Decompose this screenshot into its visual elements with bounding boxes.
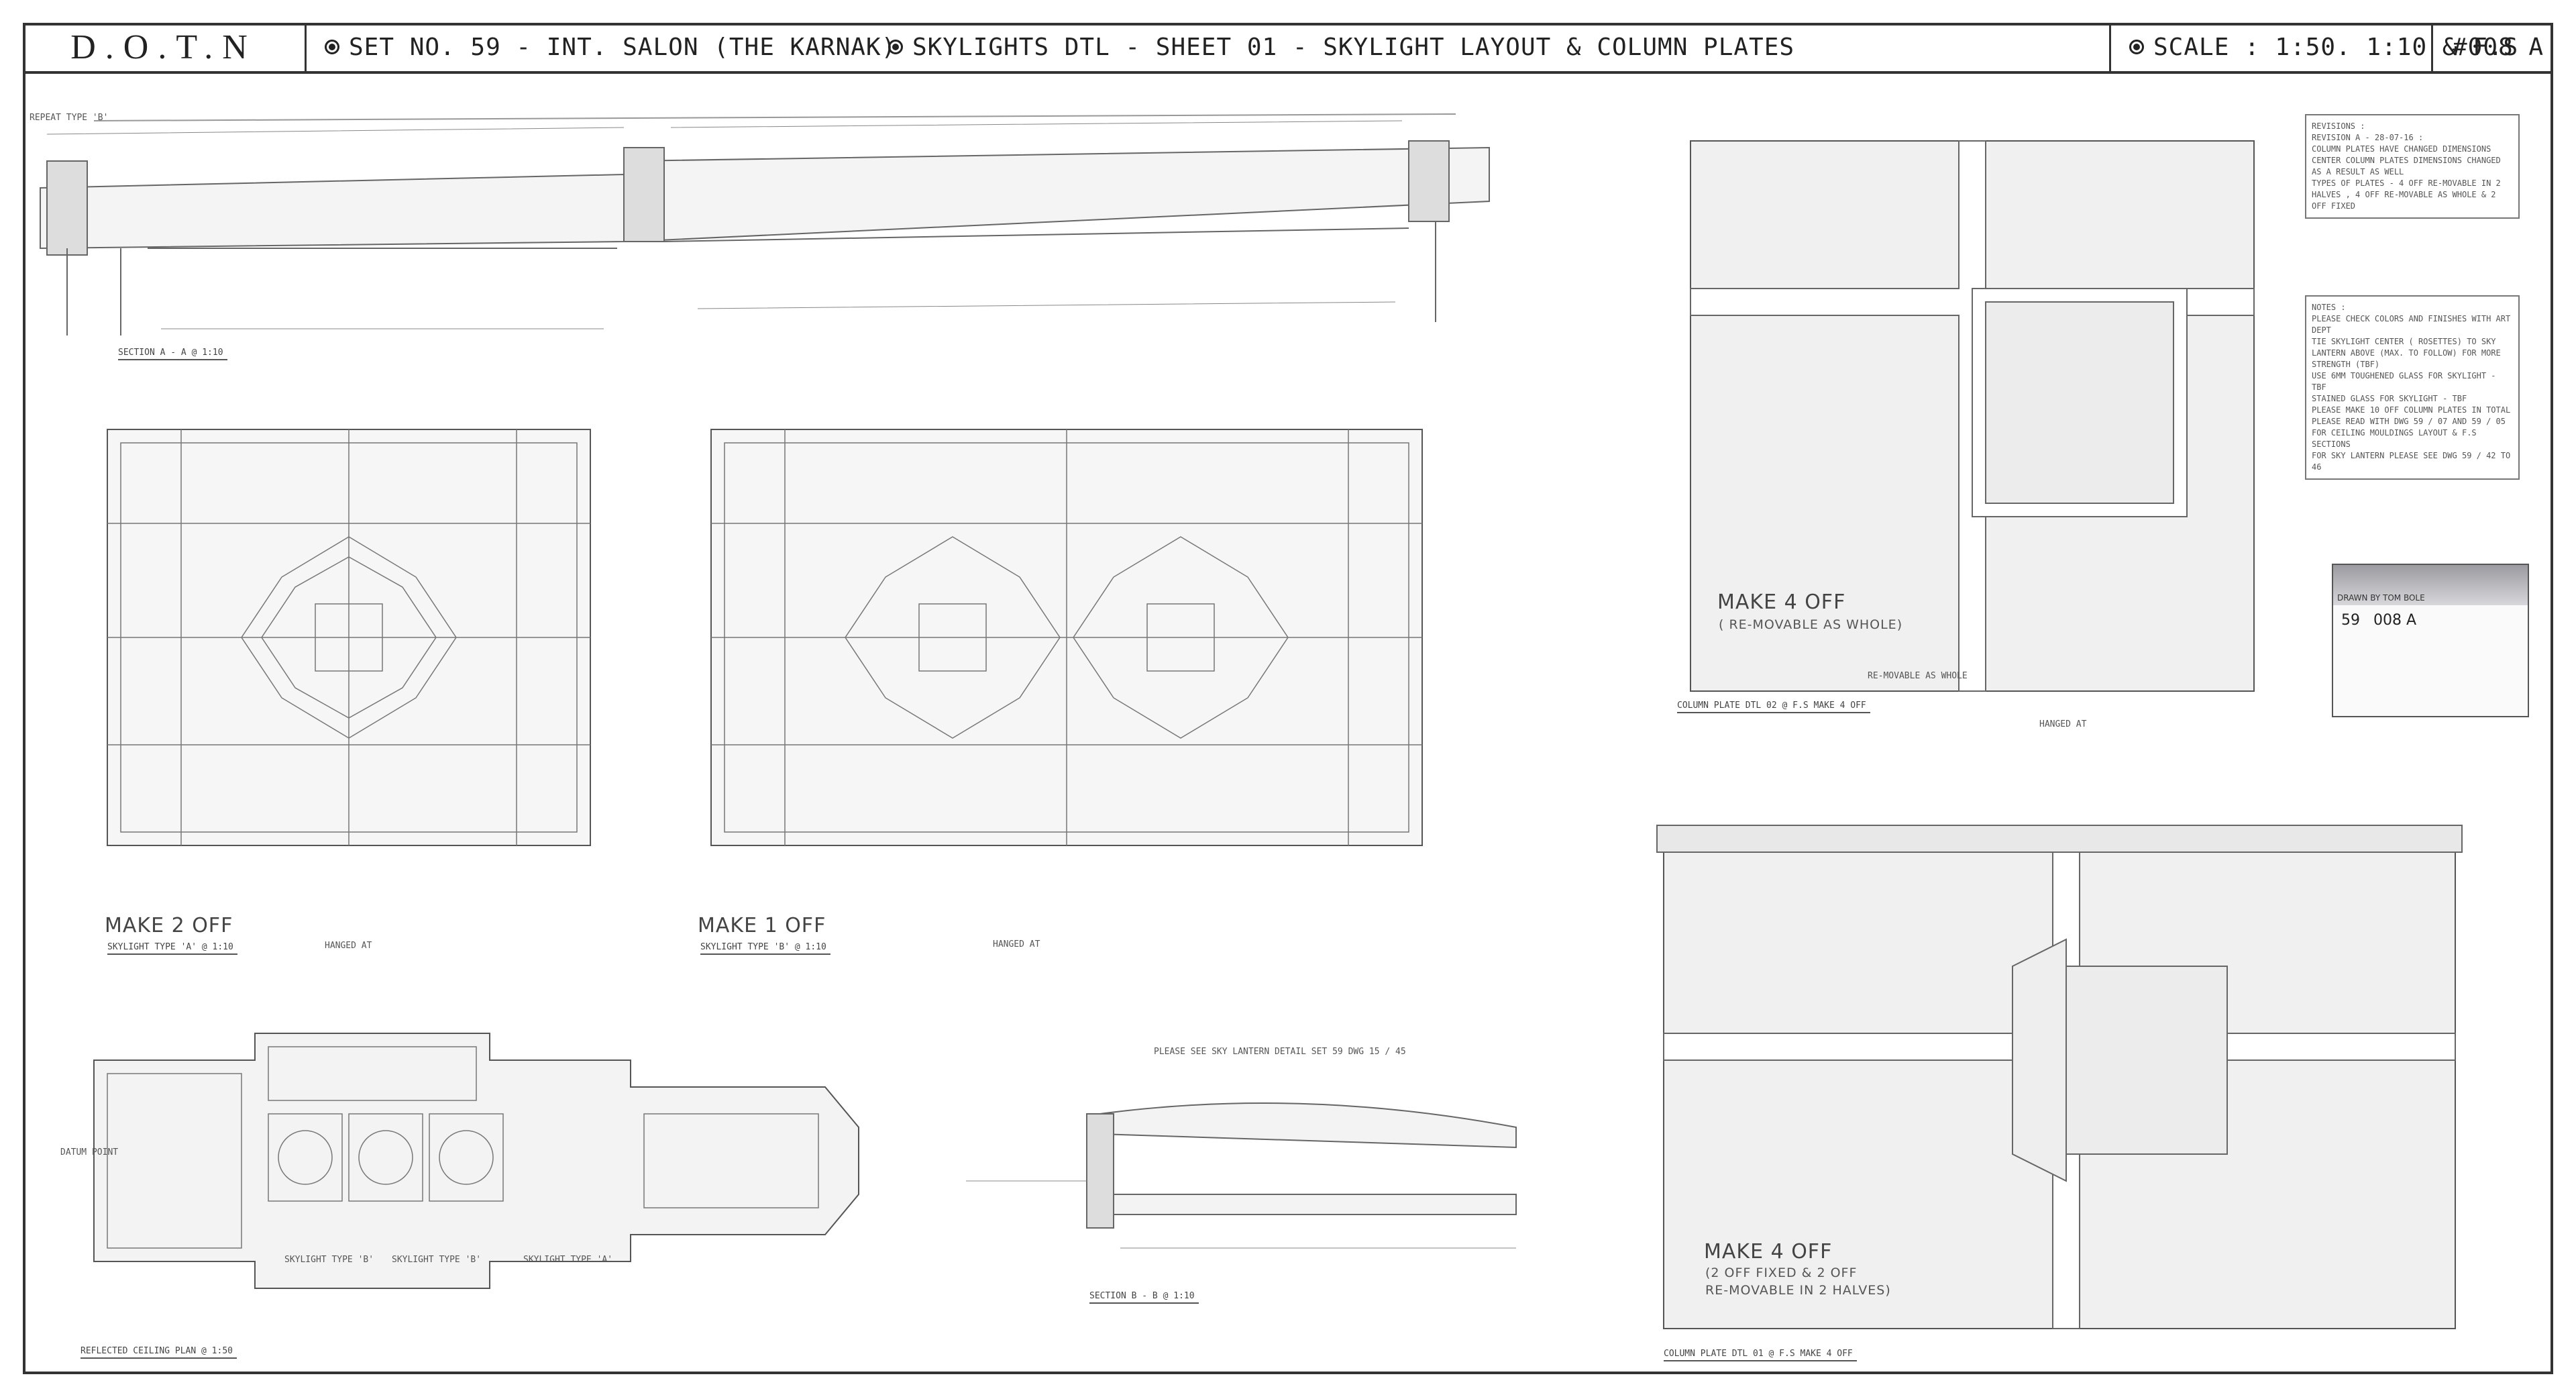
column-plate-02-plan bbox=[1690, 140, 2255, 692]
drawing-sheet-border bbox=[23, 23, 2553, 1374]
section-bb-drawing bbox=[966, 1102, 1517, 1249]
drawing-no-value: 008 A bbox=[2373, 612, 2417, 629]
company-logo: D.O.T.N bbox=[70, 28, 257, 66]
fixed-note: (2 OFF FIXED & 2 OFF bbox=[1705, 1265, 1858, 1280]
make-2-off-label: MAKE 2 OFF bbox=[105, 914, 233, 937]
scale-text: SCALE : 1:50. 1:10 & F.S bbox=[2153, 33, 2519, 61]
hanged-at-label: HANGED AT bbox=[993, 939, 1040, 949]
section-aa-drawing bbox=[40, 113, 1490, 335]
make-1-off-label: MAKE 1 OFF bbox=[698, 914, 826, 937]
column-plate-01-plan bbox=[1656, 825, 2463, 1329]
skylight-b-label: SKYLIGHT TYPE 'B' bbox=[284, 1255, 374, 1265]
set-number-text: SET NO. 59 - INT. SALON (THE KARNAK) bbox=[349, 33, 897, 61]
scale: SCALE : 1:50. 1:10 & F.S bbox=[2129, 23, 2518, 71]
note-line: PLEASE CHECK COLORS AND FINISHES WITH AR… bbox=[2312, 314, 2511, 335]
revisions-panel: REVISIONS : REVISION A - 28-07-16 : COLU… bbox=[2305, 114, 2520, 219]
skylight-b-caption: SKYLIGHT TYPE 'B' @ 1:10 bbox=[700, 942, 830, 955]
title-block: DRAWN BY TOM BOLE 59 008 A bbox=[2332, 564, 2529, 717]
sky-lantern-note: PLEASE SEE SKY LANTERN DETAIL SET 59 DWG… bbox=[1154, 1047, 1406, 1057]
hanged-at-label: HANGED AT bbox=[2039, 719, 2087, 729]
drawing-number: #008 A bbox=[2452, 33, 2544, 61]
note-line: TIE SKYLIGHT CENTER ( ROSETTES) TO SKY L… bbox=[2312, 337, 2501, 369]
sheet-title-text: SKYLIGHTS DTL - SHEET 01 - SKYLIGHT LAYO… bbox=[912, 33, 1795, 61]
title-divider bbox=[305, 23, 307, 71]
note-line: PLEASE READ WITH DWG 59 / 07 AND 59 / 05… bbox=[2312, 417, 2506, 449]
set-no-value: 59 bbox=[2341, 612, 2360, 629]
title-divider bbox=[2431, 23, 2433, 71]
bullet-icon bbox=[325, 40, 339, 54]
revision-line: REVISION A - 28-07-16 : bbox=[2312, 133, 2424, 142]
repeat-label: REPEAT TYPE 'B' bbox=[30, 113, 109, 123]
datum-point-label: DATUM POINT bbox=[60, 1147, 119, 1157]
column-plate-01-caption: COLUMN PLATE DTL 01 @ F.S MAKE 4 OFF bbox=[1664, 1349, 1857, 1361]
drawn-by-label: DRAWN BY TOM BOLE bbox=[2337, 593, 2425, 603]
skylight-a-caption: SKYLIGHT TYPE 'A' @ 1:10 bbox=[107, 942, 237, 955]
make-4-off-label: MAKE 4 OFF bbox=[1704, 1240, 1833, 1263]
reflected-ceiling-caption: REFLECTED CEILING PLAN @ 1:50 bbox=[80, 1346, 237, 1359]
section-aa-caption: SECTION A - A @ 1:10 bbox=[118, 348, 227, 360]
skylight-type-b-plan bbox=[710, 429, 1423, 846]
revision-line: COLUMN PLATES HAVE CHANGED DIMENSIONS bbox=[2312, 144, 2491, 154]
set-number: SET NO. 59 - INT. SALON (THE KARNAK) bbox=[325, 23, 896, 71]
revision-line: TYPES OF PLATES - 4 OFF RE-MOVABLE IN 2 … bbox=[2312, 178, 2501, 211]
make-4-off-label: MAKE 4 OFF bbox=[1717, 590, 1846, 614]
note-line: STAINED GLASS FOR SKYLIGHT - TBF bbox=[2312, 394, 2467, 403]
skylight-a-label: SKYLIGHT TYPE 'A' bbox=[523, 1255, 613, 1265]
bullet-icon bbox=[888, 40, 903, 54]
revision-line: CENTER COLUMN PLATES DIMENSIONS CHANGED … bbox=[2312, 156, 2501, 176]
removable-as-whole-note: ( RE-MOVABLE AS WHOLE) bbox=[1719, 617, 1903, 632]
sheet-title: SKYLIGHTS DTL - SHEET 01 - SKYLIGHT LAYO… bbox=[888, 23, 1794, 71]
bullet-icon bbox=[2129, 40, 2144, 54]
title-block-header: DRAWN BY TOM BOLE bbox=[2333, 565, 2528, 605]
removable-halves-note: RE-MOVABLE IN 2 HALVES) bbox=[1705, 1283, 1891, 1298]
reflected-ceiling-plan bbox=[93, 1033, 859, 1289]
note-line: USE 6MM TOUGHENED GLASS FOR SKYLIGHT - T… bbox=[2312, 371, 2496, 392]
title-block-numbers: 59 008 A bbox=[2333, 605, 2528, 635]
note-line: FOR SKY LANTERN PLEASE SEE DWG 59 / 42 T… bbox=[2312, 451, 2511, 472]
removable-label: RE-MOVABLE AS WHOLE bbox=[1868, 671, 1968, 681]
title-bar: D.O.T.N SET NO. 59 - INT. SALON (THE KAR… bbox=[23, 23, 2553, 74]
revisions-heading: REVISIONS : bbox=[2312, 121, 2365, 131]
column-plate-02-caption: COLUMN PLATE DTL 02 @ F.S MAKE 4 OFF bbox=[1677, 701, 1870, 713]
title-divider bbox=[2109, 23, 2111, 71]
notes-panel: NOTES : PLEASE CHECK COLORS AND FINISHES… bbox=[2305, 295, 2520, 480]
note-line: PLEASE MAKE 10 OFF COLUMN PLATES IN TOTA… bbox=[2312, 405, 2511, 415]
notes-heading: NOTES : bbox=[2312, 303, 2346, 312]
section-bb-caption: SECTION B - B @ 1:10 bbox=[1089, 1291, 1199, 1304]
skylight-b-label: SKYLIGHT TYPE 'B' bbox=[392, 1255, 482, 1265]
skylight-type-a-plan bbox=[107, 429, 591, 846]
hanged-at-label: HANGED AT bbox=[325, 941, 372, 951]
